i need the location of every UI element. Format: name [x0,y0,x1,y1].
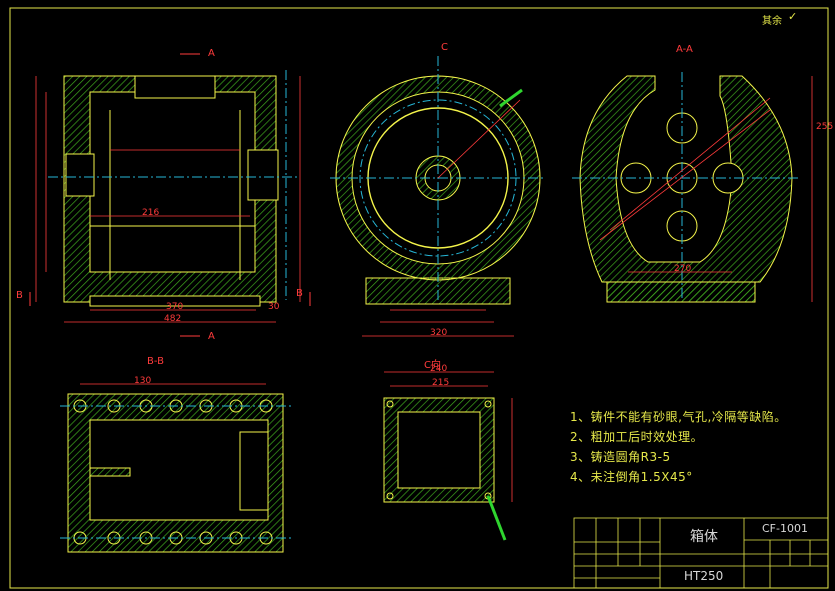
front-bottom-flange [89,295,261,307]
cside-inner [397,411,481,489]
dim-270: 270 [674,264,692,274]
end-view-c [330,56,546,337]
aa-leader-2 [609,97,771,231]
c-view-radius-leader [437,99,521,179]
front-right-bore [247,149,279,201]
section-aa-view [572,72,813,303]
front-left-bore [65,153,95,197]
aa-body-hatch [579,75,793,303]
bb-slot-left [89,467,131,477]
dim-215: 215 [432,378,450,388]
surface-roughness-label: 其余 [762,16,782,27]
dim-30: 30 [268,302,280,312]
label-view-c: C [441,42,448,53]
dim-320: 320 [430,328,448,338]
side-view-c [383,371,513,541]
front-section-view [29,53,311,337]
label-cut-a-top: A [208,48,215,59]
front-top-boss [134,75,216,99]
front-body-hatch [63,75,277,303]
c-view-leader-green [499,88,523,108]
title-material: HT250 [684,569,724,583]
dim-130: 130 [134,376,152,386]
aa-base [606,281,756,303]
title-block [573,517,829,589]
cside-leader [486,495,507,541]
label-cut-b-right: B [296,288,303,299]
title-part-name: 箱体 [690,529,718,545]
dim-216: 216 [142,208,160,218]
dim-240: 240 [430,364,448,374]
dim-255: 255 [816,122,834,132]
drawing-border [9,7,829,589]
label-section-bb: B-B [147,356,164,367]
label-cut-a-bottom: A [208,331,215,342]
aa-leader-1 [599,109,771,241]
dim-370: 370 [166,302,184,312]
tech-note-4: 4、未注倒角1.5X45° [570,470,693,484]
tech-note-1: 1、铸件不能有砂眼,气孔,冷隔等缺陷。 [570,410,787,424]
label-cut-b-left: B [16,290,23,301]
bb-slot-right [239,431,269,511]
label-view-c-side: C向 [424,360,441,371]
section-bb-view [60,383,292,553]
surface-roughness-icon: ✓ [788,10,798,23]
cside-corner-holes [386,400,492,500]
tech-note-2: 2、粗加工后时效处理。 [570,430,704,444]
title-drawing-no: CF-1001 [762,522,808,535]
dim-482: 482 [164,314,182,324]
label-section-aa: A-A [676,44,693,55]
tech-note-3: 3、铸造圆角R3-5 [570,450,671,464]
